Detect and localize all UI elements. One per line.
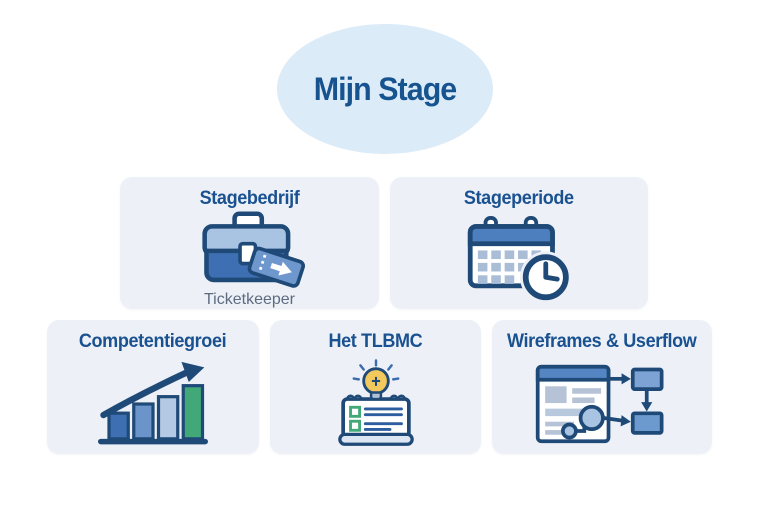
- central-node-title: Mijn Stage: [313, 70, 457, 107]
- card-title: Competentiegroei: [79, 331, 227, 352]
- card-competentiegroei: Competentiegroei: [47, 320, 259, 454]
- card-title: Stagebedrijf: [199, 188, 300, 209]
- card-title: Het TLBMC: [328, 331, 423, 352]
- card-title: Wireframes & Userflow: [507, 331, 697, 352]
- growth-bar-chart-icon: [95, 353, 211, 454]
- card-stagebedrijf: Stagebedrijf Ticketkeeper: [120, 177, 379, 309]
- calendar-clock-icon: [465, 210, 573, 309]
- card-subtitle: Ticketkeeper: [204, 291, 295, 308]
- briefcase-ticket-icon: [187, 210, 313, 289]
- card-stageperiode: Stageperiode: [390, 177, 648, 309]
- card-wireframes-userflow: Wireframes & Userflow: [492, 320, 712, 454]
- central-node: Mijn Stage: [277, 24, 493, 154]
- card-het-tlbmc: Het TLBMC: [270, 320, 481, 454]
- card-title: Stageperiode: [464, 188, 574, 209]
- notepad-lightbulb-icon: [330, 353, 422, 454]
- wireframe-flowchart-icon: [532, 353, 672, 454]
